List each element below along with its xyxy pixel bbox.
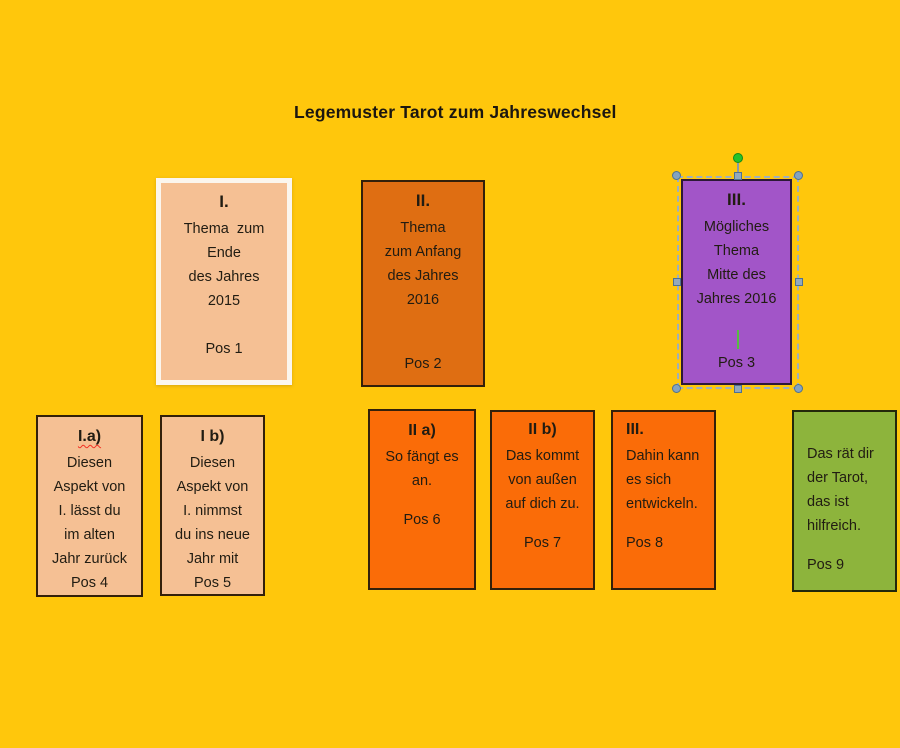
- card-pos8-heading: III.: [626, 421, 644, 438]
- card-pos7-line: auf dich zu.: [505, 496, 580, 512]
- card-pos2[interactable]: II. Thema zum Anfang des Jahres 2016 Pos…: [361, 180, 485, 387]
- card-pos5[interactable]: I b) Diesen Aspekt von I. nimmst du ins …: [160, 415, 265, 596]
- card-pos2-position-label: Pos 2: [404, 356, 442, 372]
- card-pos6-line: an.: [411, 473, 433, 489]
- card-pos2-line: Thema: [400, 220, 446, 236]
- card-pos4-line: im alten: [64, 527, 115, 543]
- card-pos9-position-label: Pos 9: [807, 557, 845, 573]
- card-pos1-line: 2015: [207, 293, 241, 309]
- card-pos1-line: Ende: [207, 245, 241, 261]
- card-pos5-line: Jahr mit: [186, 551, 239, 567]
- card-pos8-line: entwickeln.: [626, 496, 698, 512]
- card-pos5-line: Diesen: [189, 455, 236, 471]
- resize-handle-n-icon[interactable]: [734, 172, 742, 180]
- card-pos6-position-label: Pos 6: [403, 512, 441, 528]
- card-pos1-heading: I.: [219, 192, 229, 211]
- card-pos4-line: Jahr zurück: [52, 551, 127, 567]
- card-pos4-position-label: Pos 4: [70, 575, 109, 591]
- card-pos8-position-label: Pos 8: [626, 535, 664, 551]
- card-pos9-line: hilfreich.: [807, 518, 861, 534]
- card-pos6[interactable]: II a) So fängt es an. Pos 6: [368, 409, 476, 590]
- card-pos7-heading: II b): [528, 421, 557, 438]
- resize-handle-e-icon[interactable]: [795, 278, 803, 286]
- card-pos2-line: 2016: [406, 292, 440, 308]
- card-pos7[interactable]: II b) Das kommt von außen auf dich zu. P…: [490, 410, 595, 590]
- card-pos6-line: So fängt es: [385, 449, 459, 465]
- card-pos1-line: des Jahres: [188, 269, 260, 285]
- card-pos3-line: Jahres 2016: [696, 291, 777, 307]
- resize-handle-ne-icon[interactable]: [794, 171, 803, 180]
- text-cursor: [737, 330, 739, 349]
- resize-handle-sw-icon[interactable]: [672, 384, 681, 393]
- card-pos3-position-label: Pos 3: [717, 355, 756, 371]
- card-pos8[interactable]: III. Dahin kann es sich entwickeln. Pos …: [611, 410, 716, 590]
- card-pos7-line: Das kommt: [505, 448, 580, 464]
- card-pos8-line: Dahin kann: [626, 448, 700, 464]
- card-pos2-line: des Jahres: [387, 268, 459, 284]
- card-pos8-line: es sich: [626, 472, 672, 488]
- card-pos7-position-label: Pos 7: [523, 535, 562, 551]
- card-pos9-line: das ist: [807, 494, 849, 510]
- card-pos7-line: von außen: [508, 472, 577, 488]
- card-pos9-line: Das rät dir: [807, 446, 874, 462]
- card-pos1-line: Thema zum: [183, 221, 265, 237]
- card-pos3-heading: III.: [727, 190, 746, 209]
- card-pos1[interactable]: I. Thema zum Ende des Jahres 2015 Pos 1: [156, 178, 292, 385]
- card-pos3-line: Thema: [713, 243, 760, 259]
- card-pos5-line: du ins neue: [175, 527, 250, 543]
- card-pos4[interactable]: I.a) Diesen Aspekt von I. lässt du im al…: [36, 415, 143, 597]
- page-title[interactable]: Legemuster Tarot zum Jahreswechsel: [294, 102, 617, 122]
- card-pos4-line: I. lässt du: [58, 503, 121, 519]
- card-pos2-line: zum Anfang: [384, 244, 462, 260]
- card-pos3[interactable]: III. Mögliches Thema Mitte des Jahres 20…: [681, 179, 792, 385]
- card-pos4-line: Diesen: [66, 455, 113, 471]
- card-pos3-line: Mitte des: [707, 267, 766, 283]
- resize-handle-nw-icon[interactable]: [672, 171, 681, 180]
- card-pos9[interactable]: Das rät dir der Tarot, das ist hilfreich…: [792, 410, 897, 592]
- card-pos2-heading: II.: [415, 191, 431, 210]
- rotation-handle-stem: [737, 163, 739, 172]
- card-pos5-line: I. nimmst: [183, 503, 242, 519]
- resize-handle-w-icon[interactable]: [673, 278, 681, 286]
- resize-handle-se-icon[interactable]: [794, 384, 803, 393]
- card-pos5-position-label: Pos 5: [193, 575, 232, 591]
- card-pos5-line: Aspekt von: [176, 479, 249, 495]
- card-pos9-line: der Tarot,: [807, 470, 868, 486]
- card-pos1-position-label: Pos 1: [205, 341, 243, 357]
- resize-handle-s-icon[interactable]: [734, 385, 742, 393]
- card-pos6-heading: II a): [408, 422, 436, 439]
- rotation-handle-icon[interactable]: [733, 153, 743, 163]
- card-pos3-line: Mögliches: [703, 219, 770, 235]
- card-pos5-heading: I b): [200, 428, 225, 445]
- card-pos4-heading: I.a): [77, 428, 102, 445]
- card-pos4-line: Aspekt von: [53, 479, 126, 495]
